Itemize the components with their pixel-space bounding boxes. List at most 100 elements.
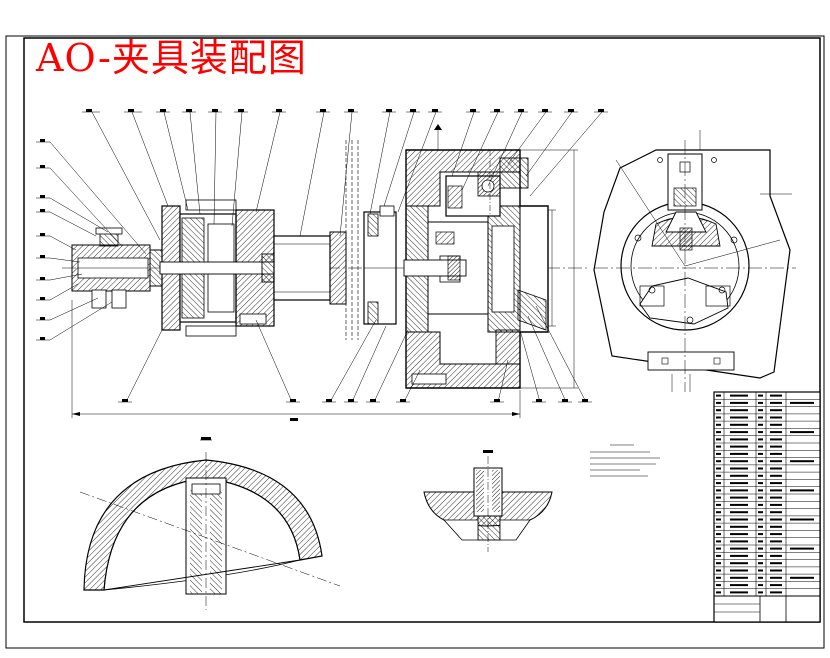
balloon-marks — [40, 109, 604, 421]
leader-lines-left — [36, 141, 147, 341]
parts-list-cell-mark — [770, 547, 782, 550]
parts-list-cell-mark — [790, 401, 814, 404]
parts-list-cell-mark — [716, 569, 721, 572]
parts-list-cell-mark — [770, 401, 782, 404]
parts-list-cell-mark — [758, 576, 763, 579]
parts-list-cell-mark — [770, 518, 782, 521]
parts-list-cell-mark — [730, 562, 748, 565]
parts-list-cell-mark — [716, 452, 721, 455]
parts-list-cell-mark — [770, 503, 782, 506]
section-view-detail — [423, 450, 553, 552]
main-assembly-section — [36, 109, 608, 421]
parts-list-cell-mark — [770, 409, 782, 412]
parts-list-cell-mark — [758, 533, 763, 536]
parts-list-cell-mark — [730, 423, 748, 426]
parts-list-cell-mark — [716, 489, 721, 492]
parts-list-cell-mark — [716, 445, 721, 448]
parts-list-cell-mark — [758, 467, 763, 470]
parts-list-cell-mark — [790, 547, 814, 550]
parts-list-cell-mark — [790, 518, 814, 521]
parts-list-cell-mark — [790, 576, 814, 579]
parts-list-cell-mark — [758, 489, 763, 492]
parts-list-cell-mark — [716, 503, 721, 506]
parts-list-cell-mark — [716, 423, 721, 426]
parts-list-cell-mark — [770, 533, 782, 536]
parts-list-cell-mark — [770, 394, 782, 397]
parts-list-cell-mark — [730, 394, 748, 397]
section-view-dome — [79, 437, 341, 610]
parts-list-cell-mark — [730, 452, 748, 455]
parts-list-cell-mark — [758, 591, 763, 594]
parts-list-cell-mark — [730, 533, 748, 536]
parts-list-cell-mark — [770, 584, 782, 587]
parts-list-cell-mark — [758, 416, 763, 419]
parts-list-cell-mark — [758, 503, 763, 506]
parts-list-cell-mark — [716, 576, 721, 579]
parts-list-cell-mark — [716, 496, 721, 499]
parts-list-cell-mark — [790, 431, 814, 434]
parts-list-cell-mark — [758, 452, 763, 455]
parts-list-cell-mark — [770, 496, 782, 499]
parts-list-cell-mark — [730, 482, 748, 485]
inner-border — [23, 37, 821, 623]
parts-list-cell-mark — [716, 540, 721, 543]
parts-list-cell-mark — [730, 438, 748, 441]
parts-list-cell-mark — [770, 511, 782, 514]
technical-requirements — [590, 444, 660, 477]
parts-list-cell-mark — [730, 416, 748, 419]
parts-list-cell-mark — [730, 511, 748, 514]
parts-list-cell-mark — [716, 591, 721, 594]
parts-list-cell-mark — [770, 431, 782, 434]
parts-list-cell-mark — [758, 518, 763, 521]
parts-list-cell-mark — [730, 489, 748, 492]
parts-list-cell-mark — [758, 584, 763, 587]
parts-list-cell-mark — [758, 562, 763, 565]
parts-list-cell-mark — [716, 533, 721, 536]
parts-list-cell-mark — [770, 423, 782, 426]
parts-list-cell-mark — [716, 431, 721, 434]
parts-list-cell-mark — [716, 416, 721, 419]
parts-list-cell-mark — [770, 452, 782, 455]
parts-list-cell-mark — [730, 431, 748, 434]
parts-list-cell-mark — [758, 460, 763, 463]
parts-list-cell-mark — [730, 467, 748, 470]
parts-list-cell-mark — [730, 503, 748, 506]
parts-list-cell-mark — [758, 540, 763, 543]
parts-list-cell-mark — [758, 394, 763, 397]
parts-list-cell-mark — [790, 460, 814, 463]
parts-list-cell-mark — [730, 518, 748, 521]
parts-list-cell-mark — [770, 540, 782, 543]
parts-list-cell-mark — [758, 569, 763, 572]
parts-list-cell-mark — [716, 474, 721, 477]
parts-list-cell-mark — [790, 489, 814, 492]
parts-list-cell-mark — [770, 416, 782, 419]
parts-list-cell-mark — [716, 525, 721, 528]
parts-list-cell-mark — [758, 547, 763, 550]
parts-list-cell-mark — [770, 489, 782, 492]
parts-list-cell-mark — [758, 445, 763, 448]
parts-list-cell-mark — [770, 562, 782, 565]
parts-list-cell-mark — [758, 401, 763, 404]
parts-list-cell-mark — [770, 569, 782, 572]
parts-list-cell-mark — [730, 474, 748, 477]
side-view-circular — [593, 130, 796, 392]
parts-list-cell-mark — [716, 554, 721, 557]
parts-list-cell-mark — [770, 474, 782, 477]
parts-list-cell-mark — [716, 547, 721, 550]
parts-list-cell-mark — [770, 482, 782, 485]
parts-list-cell-mark — [730, 576, 748, 579]
parts-list-cell-mark — [758, 482, 763, 485]
outer-border — [5, 35, 825, 649]
parts-list-cell-mark — [716, 518, 721, 521]
parts-list-cell-mark — [730, 547, 748, 550]
parts-list-cell-mark — [770, 576, 782, 579]
parts-list-cell-mark — [730, 445, 748, 448]
parts-list-cell-mark — [716, 584, 721, 587]
parts-list-cell-mark — [730, 409, 748, 412]
parts-list-cell-mark — [716, 467, 721, 470]
parts-list-cell-mark — [770, 525, 782, 528]
parts-list-cell-mark — [758, 511, 763, 514]
parts-list-cell-mark — [758, 438, 763, 441]
parts-list-cell-mark — [716, 562, 721, 565]
parts-list-cell-mark — [770, 438, 782, 441]
